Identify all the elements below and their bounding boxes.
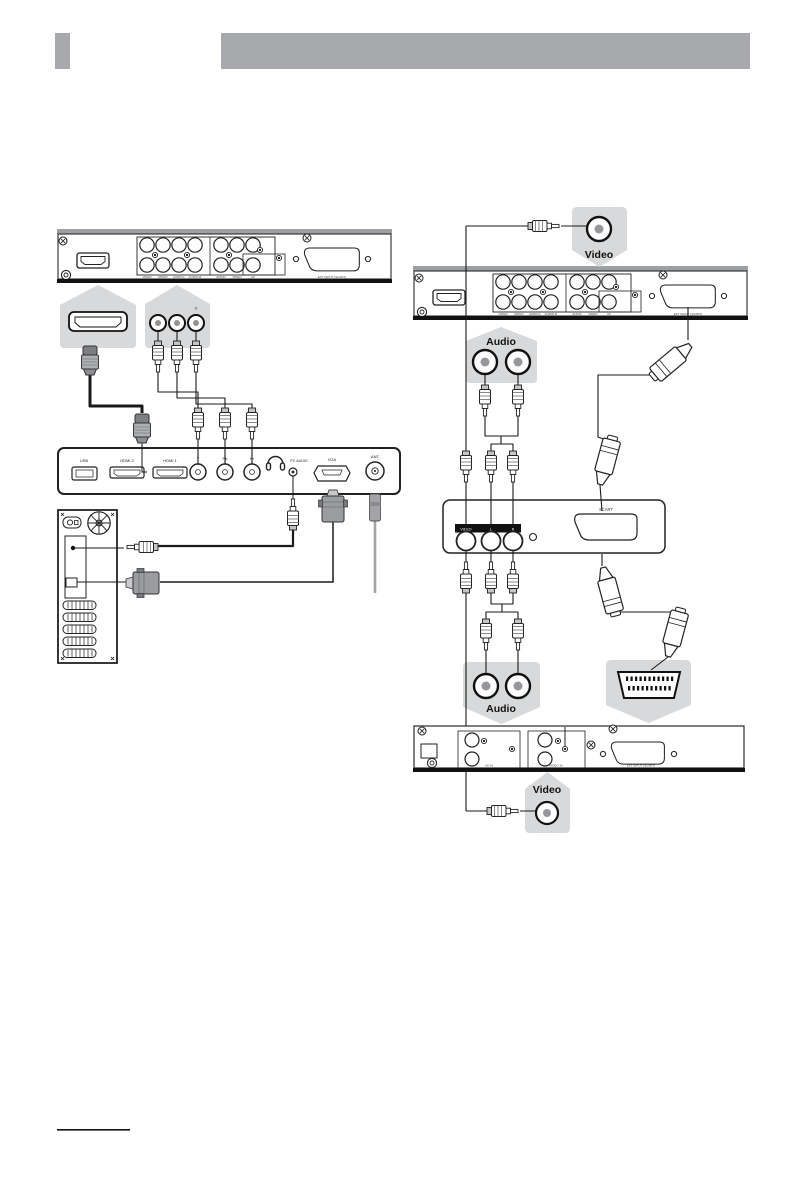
port-icon	[420, 743, 438, 759]
component-ports	[189, 463, 261, 481]
video-bottom-label: Video	[533, 784, 561, 796]
rca-plug-icon	[507, 561, 519, 594]
vga-port-icon	[313, 465, 351, 482]
pc-tower	[57, 509, 118, 664]
pc-audio-cable	[75, 476, 295, 549]
hdmi2-port-icon	[109, 466, 145, 479]
footer-rule	[57, 1129, 130, 1131]
audio-cables	[484, 372, 519, 674]
rca-plug-icon	[512, 618, 524, 651]
audio-plug-icon	[126, 541, 159, 553]
vga-connector-icon	[318, 489, 348, 523]
antenna-port-icon	[365, 461, 385, 481]
pc-audio-label: PC AUDIO	[290, 459, 307, 463]
rca-plug-icon	[152, 340, 164, 373]
expansion-slots	[62, 600, 97, 658]
component-y-label: Y	[195, 306, 198, 311]
group-caption: AV IN	[485, 764, 493, 768]
pc-audio-port-icon	[288, 467, 298, 477]
audio-top-label: Audio	[486, 336, 516, 348]
usb-label: USB	[80, 458, 89, 463]
adapter-audio-l-jack	[480, 530, 502, 552]
rca-plug-icon	[480, 618, 492, 651]
adapter-jack-strip	[455, 524, 521, 533]
scart-caption: EXT INPUT (SCART)	[627, 764, 656, 768]
audio-bottom-label: Audio	[486, 703, 516, 715]
pc-audio-out-jack	[70, 545, 76, 551]
tv-rear-panel-right	[413, 266, 748, 320]
scart-adapter: SCART VIDEO L R	[442, 499, 666, 554]
rca-plug-icon	[485, 450, 497, 483]
adapter-right-label: R	[512, 528, 515, 532]
case-screws	[60, 512, 115, 661]
rca-plug-icon	[460, 561, 472, 594]
hdmi1-label: HDMI 1	[163, 458, 177, 463]
tv-rear-panel-bottom: AV IN VIDEO IN EXT INPUT (SCART)	[413, 724, 745, 772]
io-plate	[64, 535, 87, 599]
tv-rear-panel-left	[57, 229, 392, 283]
vga-cable	[77, 522, 334, 583]
ant-label: ANT	[371, 454, 380, 459]
vga-label: VGA	[328, 457, 337, 462]
header-title-bar	[221, 33, 750, 69]
rca-plug-icon	[485, 561, 497, 594]
rca-plug-icon	[219, 407, 231, 440]
antenna-plug-icon	[369, 493, 381, 522]
rca-plug-icon	[486, 805, 519, 817]
rca-plug-icon	[171, 340, 183, 373]
screw-icon	[586, 740, 596, 750]
audio-plug-icon	[287, 498, 299, 531]
audio-jack-icon	[504, 672, 532, 700]
audio-jack-icon	[471, 348, 499, 376]
panel-bottom-bar	[413, 768, 745, 772]
hdmi1-port-icon	[152, 466, 188, 479]
hdmi-plug-icon	[81, 345, 99, 376]
audio-jack-icon	[472, 672, 500, 700]
pc-vga-port-icon	[65, 577, 78, 588]
adapter-left-label: L	[490, 528, 492, 532]
hdmi2-label: HDMI 2	[120, 458, 134, 463]
scart-connector-face-icon	[616, 671, 682, 699]
scart-plug-icon	[658, 605, 691, 660]
side-av-panel: USB HDMI 2 HDMI 1 Y Pb Pr PC AUDIO	[57, 447, 401, 495]
adapter-audio-r-jack	[502, 530, 524, 552]
video-top-label: Video	[585, 249, 613, 261]
rca-plug-icon	[479, 384, 491, 417]
screw-icon	[608, 724, 618, 734]
screw-icon	[417, 726, 427, 736]
scart-plug-icon	[590, 433, 623, 488]
power-socket-icon	[62, 516, 82, 529]
header-accent-block	[55, 33, 70, 69]
headphone-icon	[265, 455, 286, 471]
component-jack-icon	[168, 314, 186, 332]
adapter-scart-label: SCART	[599, 507, 614, 512]
hdmi-plug-icon	[133, 413, 151, 444]
scart-plug-icon	[645, 337, 697, 386]
vga-connector-icon	[125, 568, 160, 598]
adapter-scart-port-icon	[573, 513, 638, 541]
rca-plug-icon	[507, 450, 519, 483]
video-jack-icon	[534, 800, 560, 826]
video-jack-icon	[585, 215, 613, 243]
rca-plug-icon	[460, 450, 472, 483]
hdmi-connector-icon	[68, 311, 128, 332]
rca-plug-icon	[512, 384, 524, 417]
component-jack-icon	[187, 314, 205, 332]
screw-icon	[426, 757, 438, 769]
scart-port-icon	[610, 741, 665, 765]
fan-icon	[87, 511, 111, 535]
hdmi-cable	[88, 375, 147, 473]
adapter-small-jack	[528, 532, 538, 542]
group-caption: VIDEO IN	[549, 764, 562, 768]
rca-plug-icon	[527, 220, 560, 232]
audio-jack-icon	[504, 348, 532, 376]
scart-plug-icon	[593, 564, 626, 619]
rca-plug-icon	[246, 407, 258, 440]
rca-plug-icon	[190, 340, 202, 373]
rca-plug-icon	[192, 407, 204, 440]
component-jack-icon	[149, 314, 167, 332]
adapter-video-jack	[455, 530, 477, 552]
component-cables	[157, 331, 253, 464]
